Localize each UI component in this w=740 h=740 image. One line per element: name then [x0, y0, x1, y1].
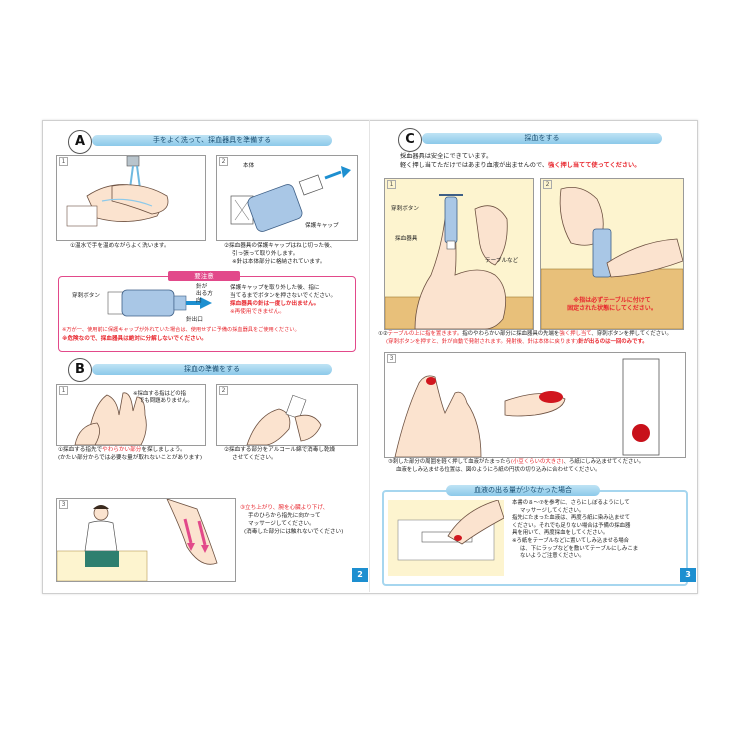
step-c3-caption: ③刺した部分の周囲を軽く押して血液がたまったら(小豆くらいの大きさ)、ろ紙にしみ… — [388, 459, 645, 473]
section-b-marker: B — [68, 358, 92, 382]
label-needle-outlet: 針出口 — [186, 317, 203, 323]
hand-washing-illustration — [66, 155, 169, 227]
massage-illustration — [56, 498, 218, 582]
step-number: 2 — [219, 386, 228, 395]
step-b2-caption: ②採血する部分をアルコール綿で消毒し乾燥 させてください。 — [224, 447, 336, 461]
step-b2-panel: 2 — [216, 384, 358, 446]
step-number: 2 — [543, 180, 552, 189]
step-c2-note: ※指は必ずテーブルに付けて 固定された状態にしてください。 — [567, 297, 657, 312]
label-puncture-button: 穿刺ボタン — [72, 293, 100, 299]
step-c12-caption: ①②テーブルの上に指を置きます。指のやわらかい部分に採血器具の先端を強く押し当て… — [378, 331, 672, 345]
label-table: テーブルなど — [485, 258, 519, 264]
warning-device-illustration — [107, 289, 212, 317]
refill-illustration — [388, 500, 504, 576]
section-c-title: 採血をする — [422, 133, 662, 144]
section-b-title: 採血の準備をする — [92, 364, 332, 375]
step-b1-panel: 1 ※採血する指はどの指 でも問題ありません。 — [56, 384, 206, 446]
section-c-intro: 採血器具は安全にできています。 軽く押し当てただけではあまり血液が出ませんので、… — [400, 153, 641, 169]
step-number: 1 — [59, 157, 68, 166]
blood-collection-illustration — [394, 358, 660, 458]
step-a2-panel: 2 本体 保護キャップ — [216, 155, 358, 241]
label-protective-cap: 保護キャップ — [305, 223, 339, 229]
step-c1-panel: 1 穿刺ボタン 採血器具 テーブルなど — [384, 178, 534, 330]
step-a1-caption: ①温水で手を温めながらよく洗います。 — [70, 243, 170, 249]
low-blood-text: 本書の８～⑦を参考に、さらにしぼるようにして マッサージしてください。 指先にた… — [512, 500, 639, 560]
step-number: 2 — [219, 157, 228, 166]
section-a-title: 手をよく洗って、採血器具を準備する — [92, 135, 332, 146]
warning-note-disassemble: ※危険なので、採血器具は絶対に分解しないでください。 — [62, 336, 207, 342]
step-b1-note: ※採血する指はどの指 でも問題ありません。 — [133, 391, 193, 404]
warning-text: 保護キャップを取り外した後、指に 当てるまでボタンを押さないでください。 採血器… — [230, 285, 337, 315]
step-a1-panel: 1 — [56, 155, 206, 241]
page-fold — [369, 120, 370, 592]
label-puncture-button: 穿刺ボタン — [391, 206, 419, 212]
step-b1-caption: ①採血する指先でやわらかい部分を探しましょう。 (かたい部分からでは必要な量が取… — [58, 447, 203, 461]
label-body: 本体 — [243, 163, 255, 169]
low-blood-title: 血液の出る量が少なかった場合 — [446, 485, 600, 496]
section-c-marker: C — [398, 128, 422, 152]
warning-label: 要注意 — [168, 271, 240, 281]
lancing-finger-illustration — [384, 194, 534, 330]
step-b3-caption: ③立ち上がり、腕を心臓より下げ、 手のひらから指先に向かって マッサージしてくだ… — [240, 505, 344, 535]
step-c3-panel: 3 — [384, 352, 686, 458]
step-number: 1 — [387, 180, 396, 189]
label-lancet-device: 採血器具 — [395, 236, 418, 242]
step-c2-panel: 2 ※指は必ずテーブルに付けて 固定された状態にしてください。 — [540, 178, 684, 330]
step-number: 3 — [59, 500, 68, 509]
warning-box — [58, 276, 356, 352]
label-needle-direction: 針が 出る方向 — [196, 284, 213, 304]
warning-note-cap: ※万が一、使用前に保護キャップが外れていた場合は、使用せずに予備の採血器具をご使… — [62, 327, 300, 333]
lancet-device-illustration — [230, 166, 351, 232]
step-number: 1 — [59, 386, 68, 395]
disinfect-illustration — [246, 394, 322, 446]
step-a2-caption: ②採血器具の保護キャップはねじ切った後、 引っ張って取り外します。 ※針は本体部… — [224, 243, 336, 265]
step-number: 3 — [387, 354, 396, 363]
section-a-marker: A — [68, 130, 92, 154]
page-number-left: 2 — [352, 568, 368, 582]
step-b3-panel: 3 — [56, 498, 236, 582]
page-number-right: 3 — [680, 568, 696, 582]
finger-selection-illustration — [74, 392, 147, 446]
